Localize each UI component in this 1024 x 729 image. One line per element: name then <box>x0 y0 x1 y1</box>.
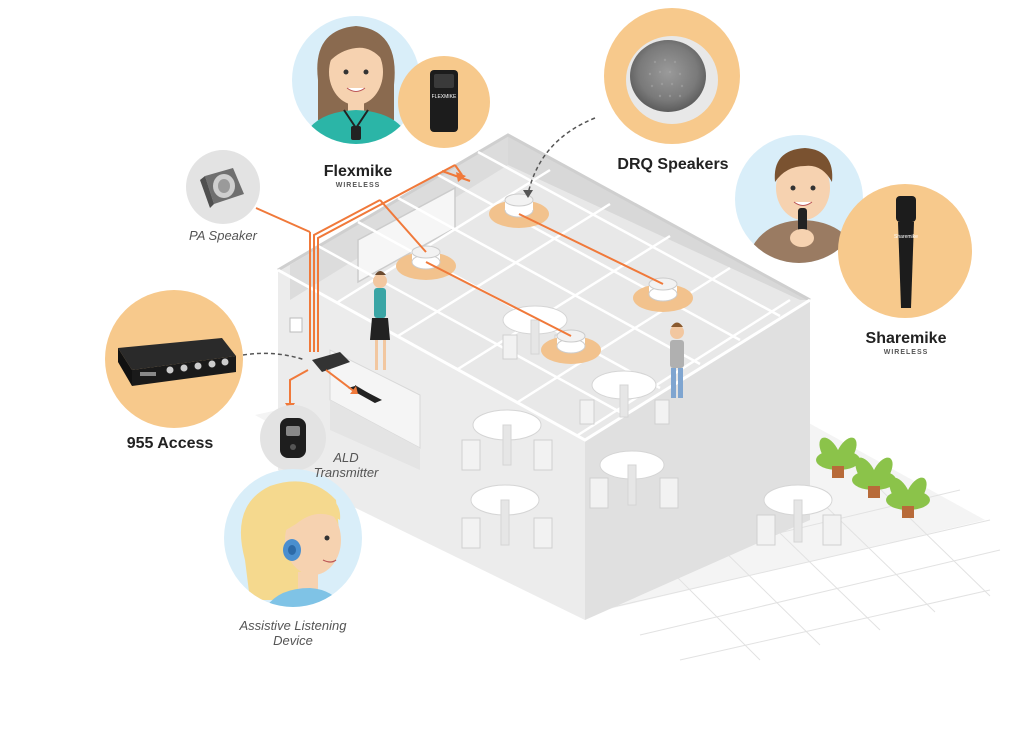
ald-name2: Transmitter <box>313 465 379 480</box>
dashed-connector <box>242 352 306 361</box>
drq-speaker-circle <box>604 8 740 144</box>
furniture <box>312 305 842 549</box>
plant-icon <box>816 437 930 518</box>
access-label: 955 Access <box>110 435 230 453</box>
flexmike-brand-text: FLEXMIKE <box>432 94 457 100</box>
sharemike-sub: WIRELESS <box>883 349 929 356</box>
flexmike-person-circle <box>292 16 420 144</box>
drq-name: DRQ Speakers <box>617 156 729 173</box>
flexmike-name: Flexmike <box>323 163 393 180</box>
flexmike-label: Flexmike WIRELESS <box>306 163 410 189</box>
device-name2: Device <box>273 633 313 648</box>
dashed-connector <box>527 117 596 195</box>
listener-person-circle <box>224 469 362 607</box>
ald-transmitter-label: ALD Transmitter <box>306 450 386 480</box>
ald-transmitter-circle <box>260 405 326 471</box>
listening-device-label: Assistive Listening Device <box>222 618 364 648</box>
sharemike-person-circle <box>735 135 863 263</box>
flexmike-device-circle: FLEXMIKE <box>398 56 490 148</box>
audience-figure <box>670 322 684 398</box>
pa-name: PA Speaker <box>189 228 257 243</box>
arrow-icon <box>350 386 358 394</box>
ald-name: ALD <box>333 450 359 465</box>
presenter-figure <box>370 271 390 370</box>
drq-speakers-label: DRQ Speakers <box>608 156 738 174</box>
sharemike-brand-text: Sharemike <box>894 234 918 240</box>
flexmike-sub: WIRELESS <box>335 182 381 189</box>
pa-speaker-circle <box>186 150 260 224</box>
ceiling-grid <box>317 150 791 437</box>
sharemike-label: Sharemike WIRELESS <box>854 330 958 356</box>
access-name: 955 Access <box>126 435 214 452</box>
pa-speaker-label: PA Speaker <box>176 228 270 243</box>
arrow-icon <box>523 190 533 198</box>
device-name: Assistive Listening <box>239 618 347 633</box>
access-device-circle <box>105 290 243 428</box>
sharemike-device-circle: Sharemike <box>838 184 972 318</box>
sharemike-name: Sharemike <box>865 330 947 347</box>
arrow-icon <box>456 172 466 182</box>
signal-lines <box>255 164 664 405</box>
